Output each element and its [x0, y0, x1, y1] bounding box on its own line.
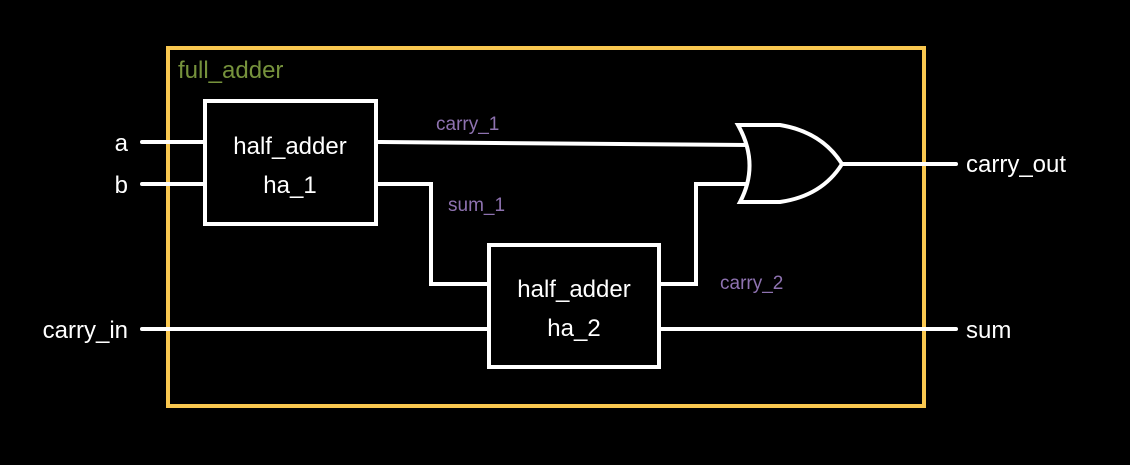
or-gate-icon [734, 123, 845, 204]
module-label: full_adder [178, 57, 283, 84]
ha-1-type: half_adder [233, 133, 346, 160]
half-adder-ha-2: half_adder ha_2 [487, 243, 661, 369]
ha-1-instance: ha_1 [263, 172, 316, 199]
module-frame [166, 46, 926, 408]
wire-sum-1 [374, 182, 492, 286]
output-label-carry-out: carry_out [966, 151, 1066, 178]
ha-2-type: half_adder [517, 276, 630, 303]
half-adder-ha-1: half_adder ha_1 [203, 99, 378, 226]
wire-carry-2 [656, 182, 747, 286]
wire-carry-1 [374, 140, 750, 147]
net-label-sum-1: sum_1 [448, 195, 505, 216]
input-label-b: b [115, 172, 128, 199]
input-label-a: a [115, 130, 129, 157]
ha-1-box [203, 99, 378, 226]
net-label-carry-2: carry_2 [720, 273, 783, 294]
output-label-sum: sum [966, 317, 1011, 344]
ha-2-instance: ha_2 [547, 315, 600, 342]
ha-2-box [487, 243, 661, 369]
net-label-carry-1: carry_1 [436, 114, 499, 135]
input-label-carry-in: carry_in [43, 317, 128, 344]
